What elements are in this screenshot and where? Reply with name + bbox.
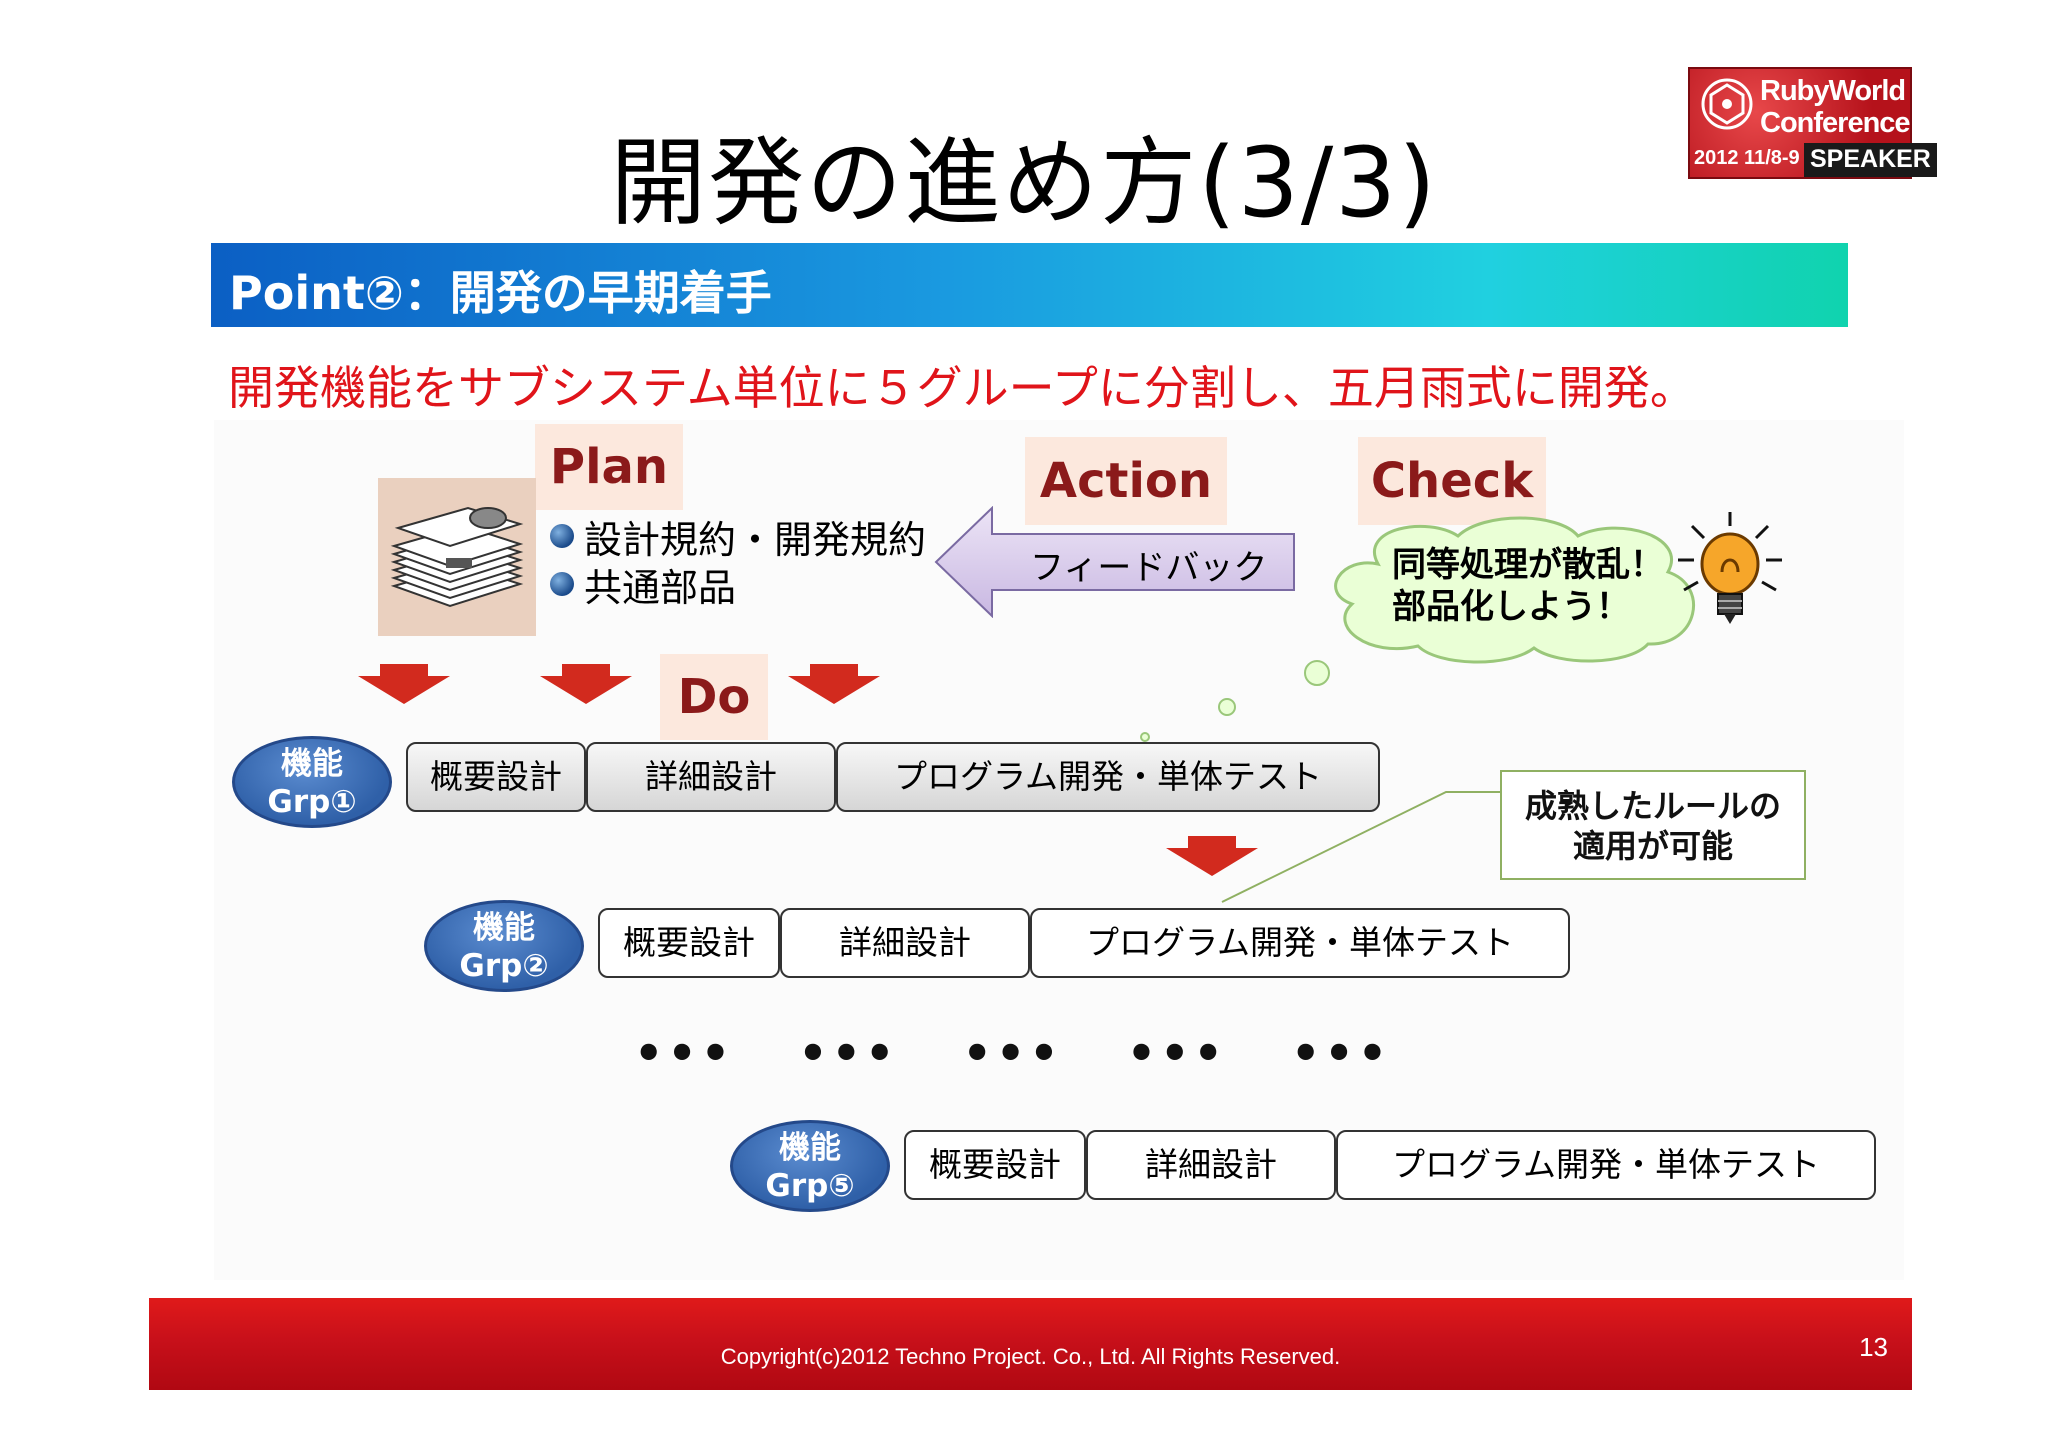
- plan-item: 設計規約・開発規約: [550, 512, 926, 562]
- slide-footer: Copyright(c)2012 Techno Project. Co., Lt…: [149, 1298, 1912, 1390]
- phase-check: Check: [1358, 437, 1546, 525]
- thought-bubble-medium: [1218, 698, 1236, 716]
- task-overview-design: 概要設計: [406, 742, 586, 812]
- task-overview-design: 概要設計: [904, 1130, 1086, 1200]
- down-arrow-icon: [358, 664, 450, 704]
- group-label-line1: 機能: [779, 1130, 841, 1166]
- plan-items: 設計規約・開発規約 共通部品: [550, 512, 926, 610]
- feedback-arrow-icon: [934, 506, 1295, 618]
- group-label-line2: Grp⑤: [765, 1168, 855, 1204]
- plan-item-label: 設計規約・開発規約: [584, 517, 927, 562]
- task-overview-design: 概要設計: [598, 908, 780, 978]
- task-detail-design: 詳細設計: [1086, 1130, 1336, 1200]
- group-label-line1: 機能: [473, 910, 535, 946]
- plan-item: 共通部品: [550, 560, 926, 610]
- phase-action: Action: [1025, 437, 1227, 525]
- ellipsis-row: ••• ••• ••• ••• •••: [634, 1026, 1435, 1080]
- thought-cloud: [1334, 516, 1695, 664]
- group-label-line1: 機能: [281, 746, 343, 782]
- task-detail-design: 詳細設計: [586, 742, 836, 812]
- badge-line1: RubyWorld: [1760, 75, 1906, 107]
- lightbulb-icon: [1678, 512, 1782, 624]
- ellipsis: •••: [634, 1026, 735, 1080]
- thought-bubble-small: [1140, 732, 1150, 742]
- ellipsis: •••: [1126, 1026, 1227, 1080]
- copyright-text: Copyright(c)2012 Techno Project. Co., Lt…: [720, 1344, 1341, 1369]
- badge-line2: Conference: [1760, 107, 1911, 139]
- ellipsis: •••: [962, 1026, 1063, 1080]
- badge-date: 2012 11/8-9: [1694, 147, 1800, 169]
- ellipsis: •••: [798, 1026, 899, 1080]
- note-line: 成熟したルールの: [1524, 787, 1781, 825]
- down-arrow-icon: [788, 664, 880, 704]
- slide-title: 開発の進め方(3/3): [610, 127, 1438, 239]
- documents-icon: [390, 506, 524, 608]
- check-bubble: 同等処理が散乱！ 部品化しよう！: [1392, 544, 1664, 628]
- mature-rules-note: 成熟したルールの 適用が可能: [1500, 770, 1806, 880]
- bullet-dot-icon: [550, 572, 574, 596]
- group-badge-2: 機能 Grp②: [424, 900, 584, 992]
- slide-subtitle: 開発機能をサブシステム単位に５グループに分割し、五月雨式に開発。: [228, 361, 1696, 415]
- feedback-label: フィードバック: [1030, 548, 1268, 588]
- conference-badge: RubyWorld Conference 2012 11/8-9 SPEAKER: [1688, 67, 1937, 179]
- group-label-line2: Grp①: [267, 784, 357, 820]
- group-badge-5: 機能 Grp⑤: [730, 1120, 890, 1212]
- badge-role: SPEAKER: [1804, 143, 1937, 177]
- note-line: 適用が可能: [1572, 827, 1733, 865]
- group-label-line2: Grp②: [459, 948, 549, 984]
- task-programming: プログラム開発・単体テスト: [1030, 908, 1570, 978]
- plan-item-label: 共通部品: [584, 565, 737, 610]
- down-arrow-icon: [540, 664, 632, 704]
- task-programming: プログラム開発・単体テスト: [836, 742, 1380, 812]
- task-programming: プログラム開発・単体テスト: [1336, 1130, 1876, 1200]
- task-detail-design: 詳細設計: [780, 908, 1030, 978]
- point-heading: Point②：開発の早期着手: [229, 266, 772, 320]
- bullet-dot-icon: [550, 524, 574, 548]
- ellipsis: •••: [1290, 1026, 1392, 1080]
- page-number: 13: [1859, 1332, 1888, 1362]
- ruby-logo-icon: [1701, 78, 1753, 130]
- down-arrow-icon: [1166, 836, 1258, 876]
- check-bubble-line: 同等処理が散乱！: [1392, 545, 1664, 585]
- phase-do: Do: [660, 654, 768, 740]
- note-connector-line: [1221, 791, 1506, 903]
- document-stack-illustration: [378, 478, 536, 636]
- phase-plan: Plan: [535, 424, 683, 510]
- point-heading-bar: Point②：開発の早期着手: [211, 243, 1848, 327]
- check-bubble-line: 部品化しよう！: [1392, 587, 1630, 627]
- group-badge-1: 機能 Grp①: [232, 736, 392, 828]
- thought-bubble-large: [1304, 660, 1330, 686]
